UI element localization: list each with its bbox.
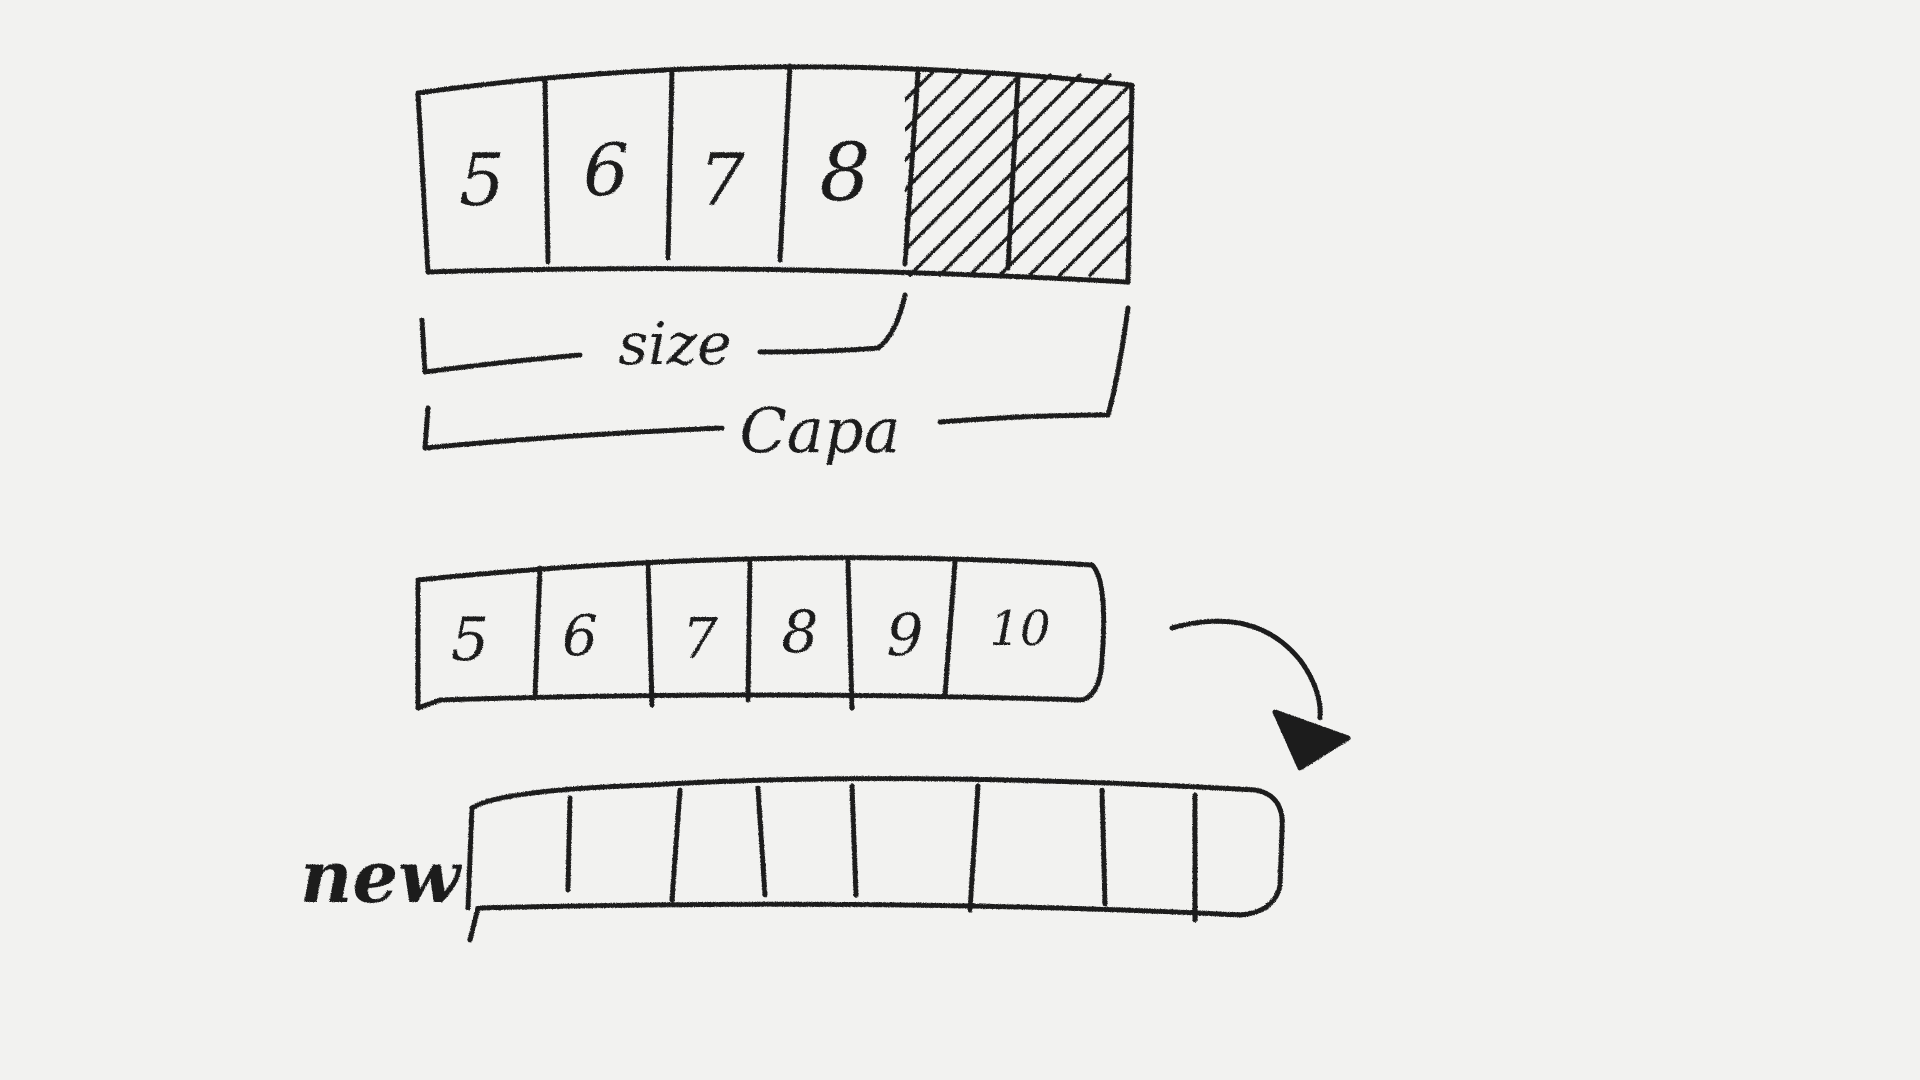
first-array-cell-value: 8: [820, 126, 871, 219]
size-bracket-right: [757, 292, 908, 355]
second-array-divider: [745, 557, 753, 703]
new-array-divider: [755, 785, 768, 898]
copy-arrow-curve: [1169, 618, 1323, 721]
new-array: new: [300, 776, 1285, 943]
capacity-label: Capa: [739, 394, 900, 467]
second-array-cell-value: 5: [451, 605, 489, 675]
new-array-divider: [849, 783, 859, 898]
first-array-divider: [542, 79, 551, 265]
second-array-outline: [415, 555, 1107, 711]
capacity-bracket-left: [422, 405, 725, 451]
new-array-outline: [467, 776, 1285, 943]
new-array-divider: [967, 783, 981, 913]
second-array-cell-value: 7: [682, 607, 718, 672]
second-array-divider: [645, 559, 655, 708]
new-array-divider: [669, 787, 683, 903]
new-array-divider: [1099, 787, 1108, 908]
new-array-left-edge: [465, 805, 475, 911]
second-array-cell-value: 8: [782, 598, 819, 666]
second-array-cell-value: 6: [562, 604, 598, 669]
first-array-divider: [665, 67, 675, 261]
first-array-cell-value: 7: [699, 138, 745, 222]
first-array-cell-value: 6: [583, 128, 629, 212]
second-array-divider: [942, 559, 958, 698]
second-array-cell-value: 9: [887, 601, 924, 669]
first-array: 5 6 7 8: [415, 63, 1135, 285]
size-bracket: size: [419, 292, 908, 378]
empty-cells-hatching: [905, 68, 1130, 277]
copy-arrow: [1169, 618, 1351, 771]
new-array-divider: [565, 795, 573, 893]
capacity-bracket-right: [937, 305, 1131, 425]
size-label: size: [618, 310, 731, 378]
first-array-divider: [777, 63, 793, 263]
second-array-cell-value: 10: [989, 601, 1050, 657]
size-bracket-left: [419, 317, 583, 375]
first-array-cell-value: 5: [459, 138, 505, 222]
second-array-divider: [845, 559, 855, 711]
first-array-divider: [902, 69, 921, 267]
first-array-outline: [415, 64, 1135, 285]
second-array: 5 6 7 8 9 10: [415, 555, 1107, 711]
new-array-label: new: [300, 834, 463, 919]
second-array-divider: [532, 565, 543, 701]
copy-arrow-head: [1272, 709, 1351, 771]
capacity-bracket: Capa: [422, 305, 1131, 467]
